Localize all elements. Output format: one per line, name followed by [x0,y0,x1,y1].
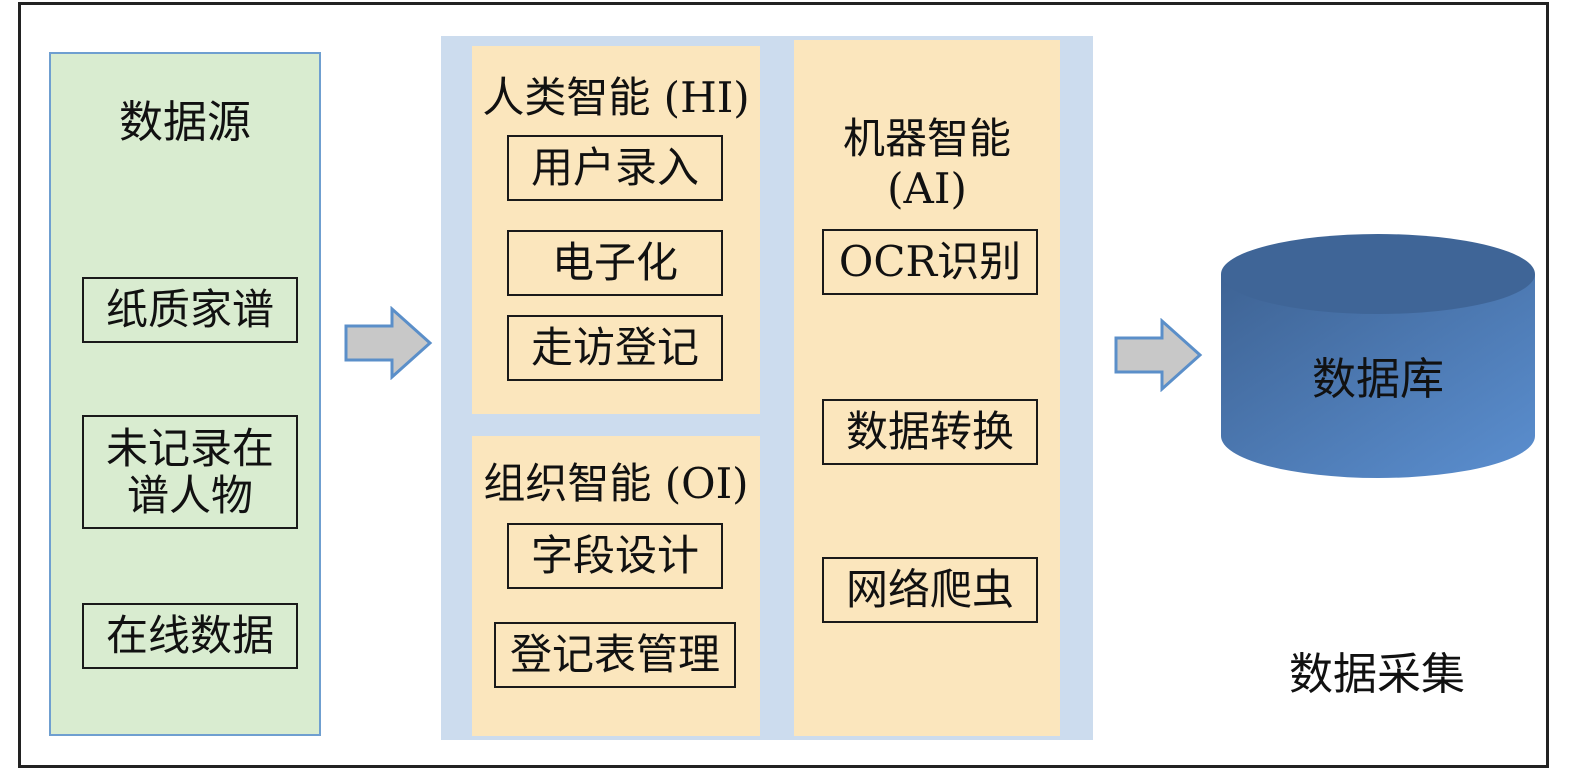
source-item-paper-genealogy: 纸质家谱 [82,277,298,343]
arrow-right-icon [344,306,433,380]
source-item-online-data: 在线数据 [82,603,298,669]
database-cylinder-icon [1221,234,1535,478]
database-label: 数据库 [1312,354,1444,405]
org-item-form-management: 登记表管理 [494,622,736,688]
diagram-caption: 数据采集 [1289,649,1465,700]
human-intelligence-title: 人类智能 (HI) [482,72,750,122]
human-item-visit-registration: 走访登记 [507,315,723,381]
machine-intelligence-title: 机器智能 (AI) [842,113,1011,213]
machine-intelligence-panel [794,40,1060,736]
machine-item-ocr: OCR识别 [822,229,1038,295]
arrow-right-icon [1114,318,1203,392]
human-item-user-entry: 用户录入 [507,135,723,201]
source-item-unrecorded-persons: 未记录在谱人物 [82,415,298,529]
source-title: 数据源 [119,97,251,148]
human-item-digitization: 电子化 [507,230,723,296]
machine-item-data-conversion: 数据转换 [822,399,1038,465]
outer-frame [18,2,1549,768]
machine-item-web-crawler: 网络爬虫 [822,557,1038,623]
source-panel [49,52,321,736]
org-item-field-design: 字段设计 [507,523,723,589]
organization-intelligence-title: 组织智能 (OI) [483,458,749,508]
